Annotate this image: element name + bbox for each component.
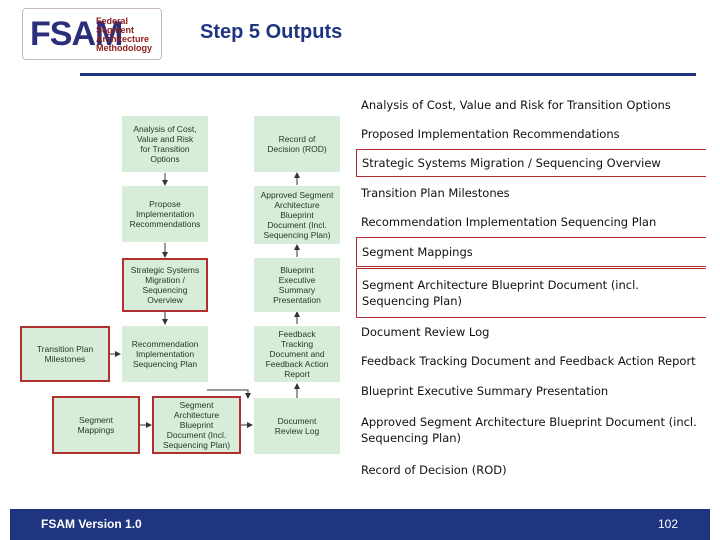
node-recommendation-sequencing: Recommendation Implementation Sequencing… (122, 326, 208, 382)
fsam-logo: FSAM Federal Segment Architecture Method… (22, 8, 162, 60)
output-item: Approved Segment Architecture Blueprint … (361, 415, 697, 445)
output-item: Recommendation Implementation Sequencing… (361, 215, 657, 229)
node-document-review: Document Review Log (254, 398, 340, 454)
output-item: Transition Plan Milestones (361, 186, 510, 200)
slide-title: Step 5 Outputs (200, 21, 343, 43)
node-segment-mappings: Segment Mappings (52, 396, 140, 454)
node-transition-milestones: Transition Plan Milestones (20, 326, 110, 382)
logo-line: Federal (96, 16, 129, 26)
logo-subtitle: Federal Segment Architecture Methodology (96, 17, 152, 53)
node-propose-recommendations: Propose Implementation Recommendations (122, 186, 208, 242)
node-feedback-tracking: Feedback Tracking Document and Feedback … (254, 326, 340, 382)
logo-line: Segment (96, 25, 135, 35)
logo-frame (22, 8, 162, 60)
output-item: Record of Decision (ROD) (361, 463, 507, 477)
output-item: Blueprint Executive Summary Presentation (361, 384, 609, 398)
output-item: Analysis of Cost, Value and Risk for Tra… (361, 98, 671, 112)
node-approved-blueprint: Approved Segment Architecture Blueprint … (254, 186, 340, 244)
logo-line: Methodology (96, 43, 152, 53)
node-analysis: Analysis of Cost, Value and Risk for Tra… (122, 116, 208, 172)
output-item-highlighted: Segment Mappings (356, 237, 706, 267)
footer-bar: FSAM Version 1.0 102 (10, 509, 710, 540)
output-item-highlighted: Strategic Systems Migration / Sequencing… (356, 149, 706, 177)
arrow-recommendation-to-review (207, 389, 251, 399)
header-divider (80, 73, 696, 76)
node-strategic-migration: Strategic Systems Migration / Sequencing… (122, 258, 208, 312)
node-segment-blueprint: Segment Architecture Blueprint Document … (152, 396, 241, 454)
node-record-of-decision: Record of Decision (ROD) (254, 116, 340, 172)
page-number: 102 (657, 517, 678, 531)
output-item: Document Review Log (361, 325, 490, 339)
output-item-highlighted: Segment Architecture Blueprint Document … (356, 268, 706, 318)
node-executive-summary: Blueprint Executive Summary Presentation (254, 258, 340, 312)
logo-line: Architecture (96, 34, 150, 44)
output-item: Feedback Tracking Document and Feedback … (361, 354, 696, 368)
output-item: Proposed Implementation Recommendations (361, 127, 620, 141)
footer-version: FSAM Version 1.0 (41, 517, 142, 531)
logo-wordmark: FSAM (30, 15, 123, 53)
